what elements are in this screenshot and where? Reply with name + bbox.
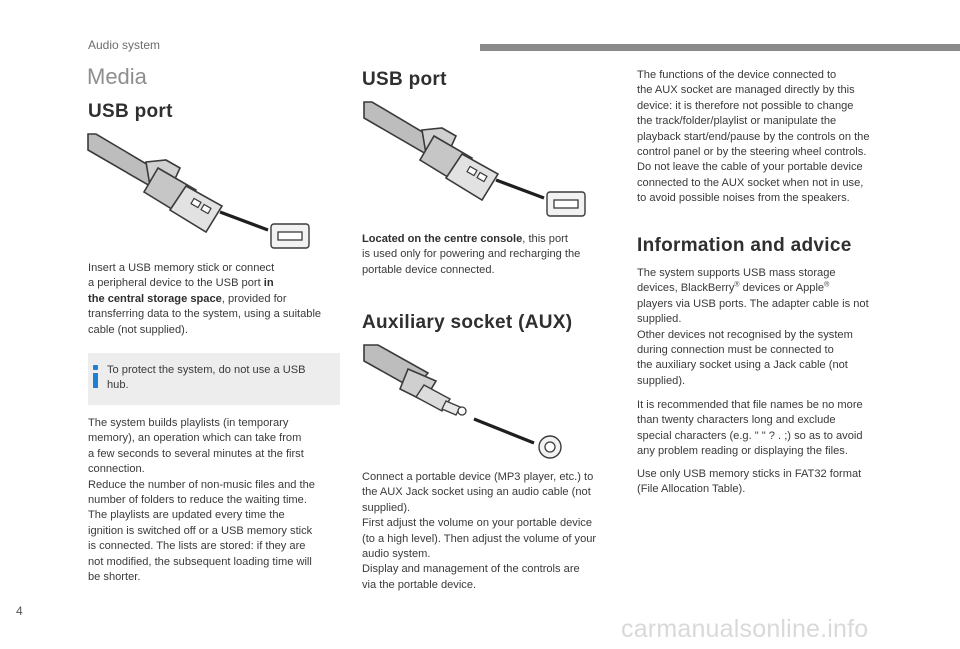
text-line: connected to the AUX socket when not in … xyxy=(637,176,864,189)
text-line: transferring data to the system, using a… xyxy=(88,308,322,321)
text-line: during connection must be connected to xyxy=(637,344,834,357)
text-line: devices or Apple xyxy=(739,282,825,295)
text-line: To protect the system, do not use a USB xyxy=(107,364,306,376)
text-line: special characters (e.g. " " ? . ;) so a… xyxy=(637,429,863,442)
text-line: The system supports USB mass storage xyxy=(637,267,836,279)
text-line: is used only for powering and recharging… xyxy=(362,248,581,261)
registered-mark: ® xyxy=(824,281,830,289)
watermark: carmanualsonline.info xyxy=(621,615,869,643)
text-line: audio system. xyxy=(362,548,431,561)
text-line: the AUX Jack socket using an audio cable… xyxy=(362,486,591,499)
jack-plug-illustration xyxy=(363,344,562,459)
text-line: not modified, the subsequent loading tim… xyxy=(88,555,312,568)
fat32-paragraph: Use only USB memory sticks in FAT32 form… xyxy=(637,467,897,498)
text-line: devices, BlackBerry xyxy=(637,282,735,295)
text-line: supplied). xyxy=(362,501,411,514)
text-line: supplied). xyxy=(637,374,686,387)
page-title: Media xyxy=(87,64,147,89)
text-line: be shorter. xyxy=(88,571,141,584)
usb-port-heading-2: USB port xyxy=(362,69,447,90)
text-line: (to a high level). Then adjust the volum… xyxy=(362,532,597,545)
header-bar xyxy=(480,44,960,51)
registered-mark: ® xyxy=(734,281,740,289)
text-line: than twenty characters long and exclude xyxy=(637,414,836,427)
text-line: Reduce the number of non-music files and… xyxy=(88,478,315,491)
info-box: To protect the system, do not use a USB … xyxy=(88,353,340,405)
support-paragraph: The system supports USB mass storage dev… xyxy=(637,266,897,389)
text-line: playback start/end/pause by the controls… xyxy=(637,130,870,143)
text-line: the AUX socket are managed directly by t… xyxy=(637,84,855,97)
text-line: ignition is switched off or a USB memory… xyxy=(88,524,313,537)
section-label: Audio system xyxy=(88,38,161,52)
usb-port-heading: USB port xyxy=(88,101,173,122)
text-line: Other devices not recognised by the syst… xyxy=(637,328,853,341)
text-line: It is recommended that file names be no … xyxy=(637,399,863,411)
text-line: connection. xyxy=(88,463,145,476)
page-number: 4 xyxy=(16,604,23,618)
text-line: The playlists are updated every time the xyxy=(88,509,285,522)
text-line: a few seconds to several minutes at the … xyxy=(88,447,304,460)
usb-plug-illustration-2 xyxy=(363,101,586,217)
information-advice-heading: Information and advice xyxy=(637,235,852,256)
info-icon xyxy=(92,365,100,389)
text-line: any problem reading or displaying the fi… xyxy=(637,445,848,458)
filenames-paragraph: It is recommended that file names be no … xyxy=(637,398,897,460)
text-line: is connected. The lists are stored: if t… xyxy=(88,540,306,553)
text-line: to avoid possible noises from the speake… xyxy=(637,192,850,205)
text-line: Do not leave the cable of your portable … xyxy=(637,161,863,174)
bold-text: in xyxy=(263,277,274,290)
text-line: Connect a portable device (MP3 player, e… xyxy=(362,471,594,483)
text-line: memory), an operation which can take fro… xyxy=(88,432,302,445)
aux-paragraph: Connect a portable device (MP3 player, e… xyxy=(362,470,617,593)
text-line: via the portable device. xyxy=(362,578,477,591)
text-line: cable (not supplied). xyxy=(88,323,188,336)
text-line: The functions of the device connected to xyxy=(637,69,837,81)
info-text: To protect the system, do not use a USB … xyxy=(107,363,332,394)
usb-intro-paragraph: Insert a USB memory stick or connect a p… xyxy=(88,261,343,338)
text-line: Use only USB memory sticks in FAT32 form… xyxy=(637,468,862,480)
text-line: control panel or by the steering wheel c… xyxy=(637,146,867,159)
bold-text: Located on the centre console xyxy=(362,233,523,245)
text-line: Insert a USB memory stick or connect xyxy=(88,262,275,274)
usb-plug-illustration xyxy=(87,133,310,249)
text-line: Display and management of the controls a… xyxy=(362,563,580,576)
text-line: , this port xyxy=(522,233,568,245)
text-line: , provided for xyxy=(221,292,287,305)
text-line: the track/folder/playlist or manipulate … xyxy=(637,115,837,128)
text-line: the auxiliary socket using a Jack cable … xyxy=(637,359,848,372)
bold-text: the central storage space xyxy=(88,292,222,305)
located-paragraph: Located on the centre console, this port… xyxy=(362,232,612,278)
text-line: a peripheral device to the USB port xyxy=(88,277,264,290)
text-line: number of folders to reduce the waiting … xyxy=(88,494,307,507)
text-line: The system builds playlists (in temporar… xyxy=(88,417,289,429)
text-line: hub. xyxy=(107,379,129,392)
aux-socket-heading: Auxiliary socket (AUX) xyxy=(362,312,573,333)
text-line: supplied. xyxy=(637,313,682,326)
text-line: portable device connected. xyxy=(362,263,495,276)
text-line: First adjust the volume on your portable… xyxy=(362,517,593,530)
text-line: (File Allocation Table). xyxy=(637,483,746,496)
text-line: players via USB ports. The adapter cable… xyxy=(637,297,869,310)
playlists-paragraph: The system builds playlists (in temporar… xyxy=(88,416,343,585)
functions-paragraph: The functions of the device connected to… xyxy=(637,68,897,207)
text-line: device: it is therefore not possible to … xyxy=(637,99,854,112)
